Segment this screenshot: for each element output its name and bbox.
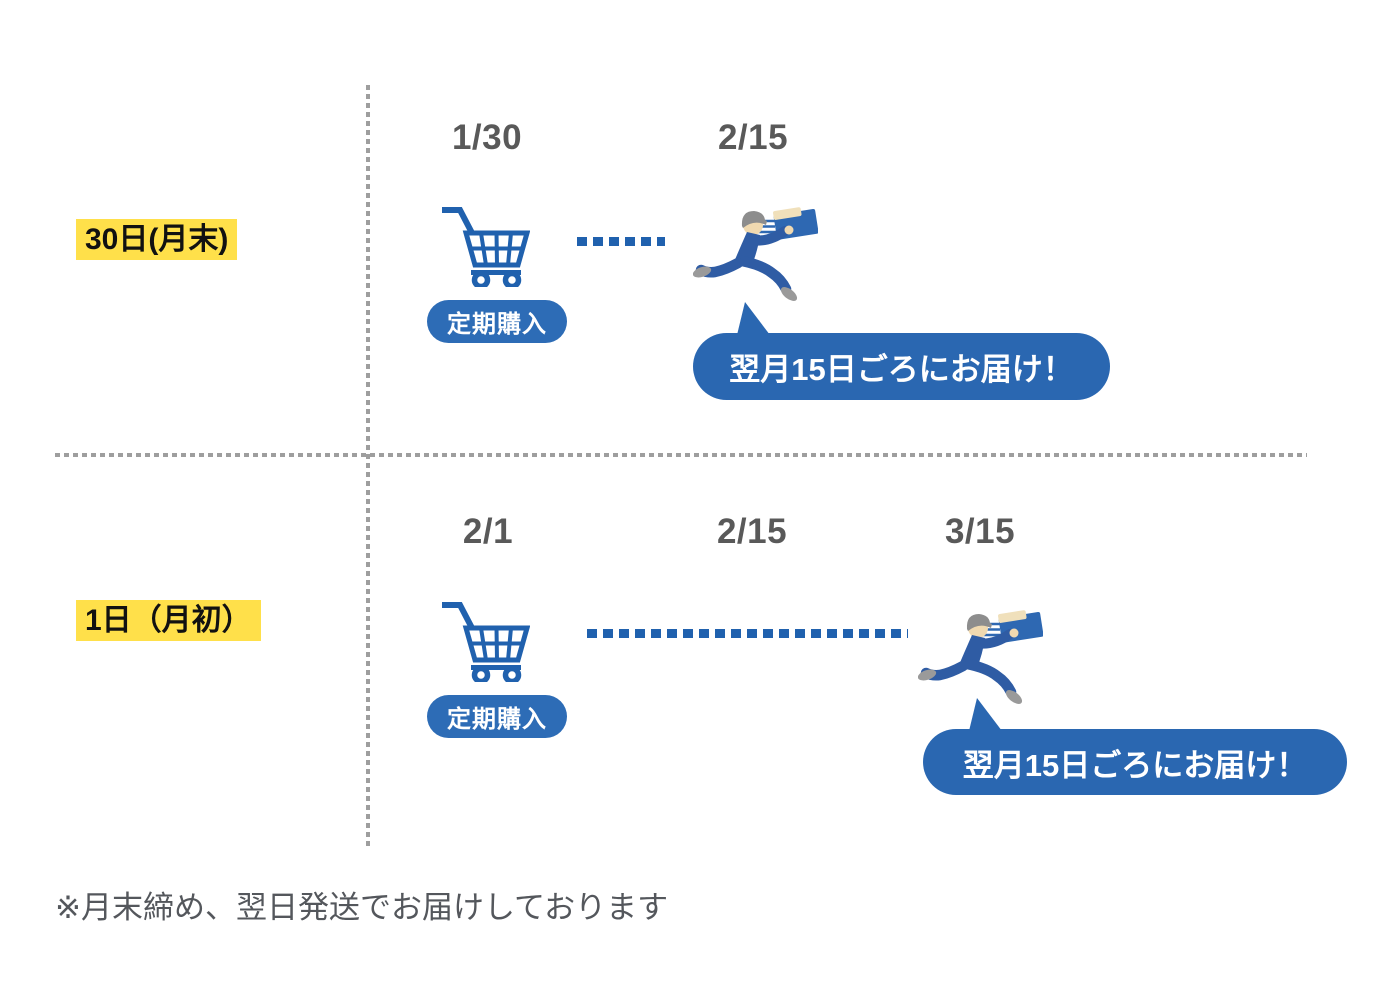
delivery-bubble: 翌月15日ごろにお届け！ <box>693 302 1110 400</box>
delivery-bubble: 翌月15日ごろにお届け！ <box>923 698 1347 795</box>
courier-icon <box>693 200 818 308</box>
row-label-month-end: 30日(月末) <box>76 219 238 260</box>
subscription-badge: 定期購入 <box>427 695 567 738</box>
horizontal-dotted-separator <box>55 453 1307 457</box>
shipping-progress-dashes <box>577 237 665 246</box>
timeline-date: 2/15 <box>716 512 788 551</box>
vertical-dotted-separator <box>366 85 370 847</box>
timeline-date: 3/15 <box>944 512 1016 551</box>
cart-icon <box>440 203 530 287</box>
cart-icon <box>440 598 530 682</box>
shipping-progress-dashes <box>587 629 908 638</box>
courier-icon <box>918 603 1043 711</box>
subscription-badge: 定期購入 <box>427 300 567 343</box>
timeline-date: 1/30 <box>451 118 523 157</box>
timeline-date: 2/1 <box>462 512 514 551</box>
footnote: ※月末締め、翌日発送でお届けしております <box>55 890 669 925</box>
timeline-date: 2/15 <box>717 118 789 157</box>
row-label-month-start: 1日（月初） <box>76 600 261 641</box>
